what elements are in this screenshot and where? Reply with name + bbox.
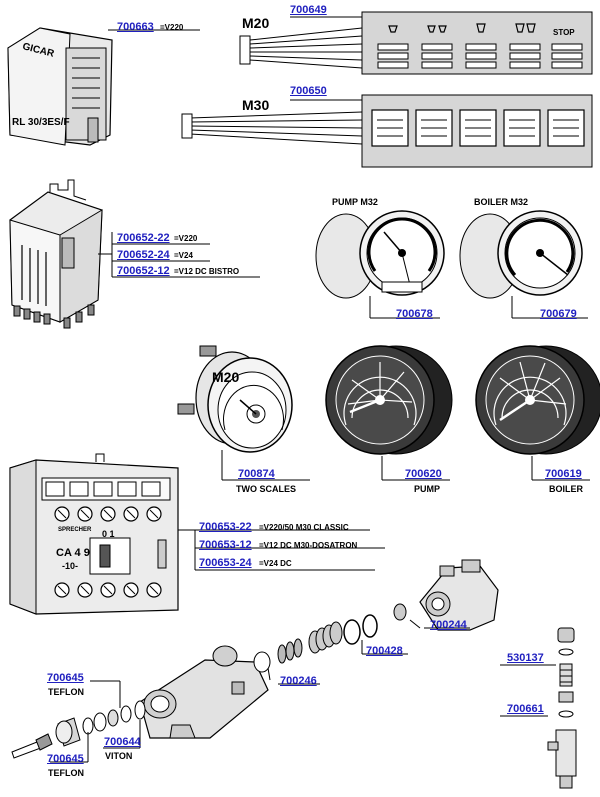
part-700645-bottom-code[interactable]: 700645 [47, 753, 84, 765]
contactor-brand: SPRECHER [58, 527, 92, 533]
part-700644-caption: VITON [105, 751, 133, 761]
part-700246-code[interactable]: 700246 [280, 675, 317, 687]
valve-stack [547, 627, 577, 789]
part-700645-top-code[interactable]: 700645 [47, 672, 84, 684]
part-700653-24-note: =V24 DC [259, 559, 292, 568]
m20-panel-title: M20 [242, 15, 270, 31]
part-700678-code[interactable]: 700678 [396, 308, 433, 320]
part-700663-note: =V220 [160, 23, 184, 32]
part-700652-24-code[interactable]: 700652-24 [117, 249, 170, 261]
part-700653-12-note: =V12 DC M30-DOSATRON [259, 541, 358, 550]
part-700661-code[interactable]: 700661 [507, 703, 544, 715]
m20-keypad-panel [239, 11, 593, 75]
part-700645-bottom-caption: TEFLON [48, 768, 84, 778]
pump-round-gauge [325, 345, 453, 455]
part-530137-code[interactable]: 530137 [507, 652, 544, 664]
part-700244-code[interactable]: 700244 [430, 619, 467, 631]
part-700652-24-note: =V24 [174, 251, 193, 260]
pump-m32-gauge [315, 210, 445, 299]
boiler-round-gauge [475, 345, 600, 455]
part-700619-caption: BOILER [549, 484, 584, 494]
part-700650-code[interactable]: 700650 [290, 85, 327, 97]
part-700620-caption: PUMP [414, 484, 441, 494]
m30-keypad-panel [181, 94, 593, 168]
part-700652-22-note: =V220 [174, 234, 198, 243]
part-700652-22-code[interactable]: 700652-22 [117, 232, 170, 244]
gicar-model: RL 30/3ES/F [12, 117, 70, 128]
gicar-control-unit [7, 27, 113, 146]
contactor-model: CA 4 9 [56, 547, 90, 559]
gauge-m20-label: M20 [212, 369, 240, 385]
part-700653-12-code[interactable]: 700653-12 [199, 539, 252, 551]
part-700663-code[interactable]: 700663 [117, 21, 154, 33]
part-700428-code[interactable]: 700428 [366, 645, 403, 657]
contactor-sub: -10- [62, 561, 79, 571]
part-700619-code[interactable]: 700619 [545, 468, 582, 480]
part-700653-22-note: =V220/50 M30 CLASSIC [259, 523, 349, 532]
part-700644-code[interactable]: 700644 [104, 736, 141, 748]
contactor [9, 453, 179, 615]
part-700653-24-code[interactable]: 700653-24 [199, 557, 252, 569]
part-700874-code[interactable]: 700874 [238, 468, 275, 480]
m30-panel-title: M30 [242, 97, 270, 113]
stop-label: STOP [553, 28, 575, 37]
part-700649-code[interactable]: 700649 [290, 4, 327, 16]
relay-unit [9, 179, 103, 329]
part-700645-top-caption: TEFLON [48, 687, 84, 697]
part-700679-code[interactable]: 700679 [540, 308, 577, 320]
boiler-m32-gauge [459, 210, 583, 299]
pump-valve-assembly [11, 559, 499, 759]
part-700620-code[interactable]: 700620 [405, 468, 442, 480]
part-700652-12-code[interactable]: 700652-12 [117, 265, 170, 277]
part-700653-22-code[interactable]: 700653-22 [199, 521, 252, 533]
part-700874-caption: TWO SCALES [236, 484, 296, 494]
boiler-m32-title: BOILER M32 [474, 197, 529, 207]
m20-two-scales-gauge [177, 345, 293, 453]
contactor-switch: 0 1 [102, 529, 115, 539]
part-700652-12-note: =V12 DC BISTRO [174, 267, 240, 276]
pump-m32-title: PUMP M32 [332, 197, 378, 207]
